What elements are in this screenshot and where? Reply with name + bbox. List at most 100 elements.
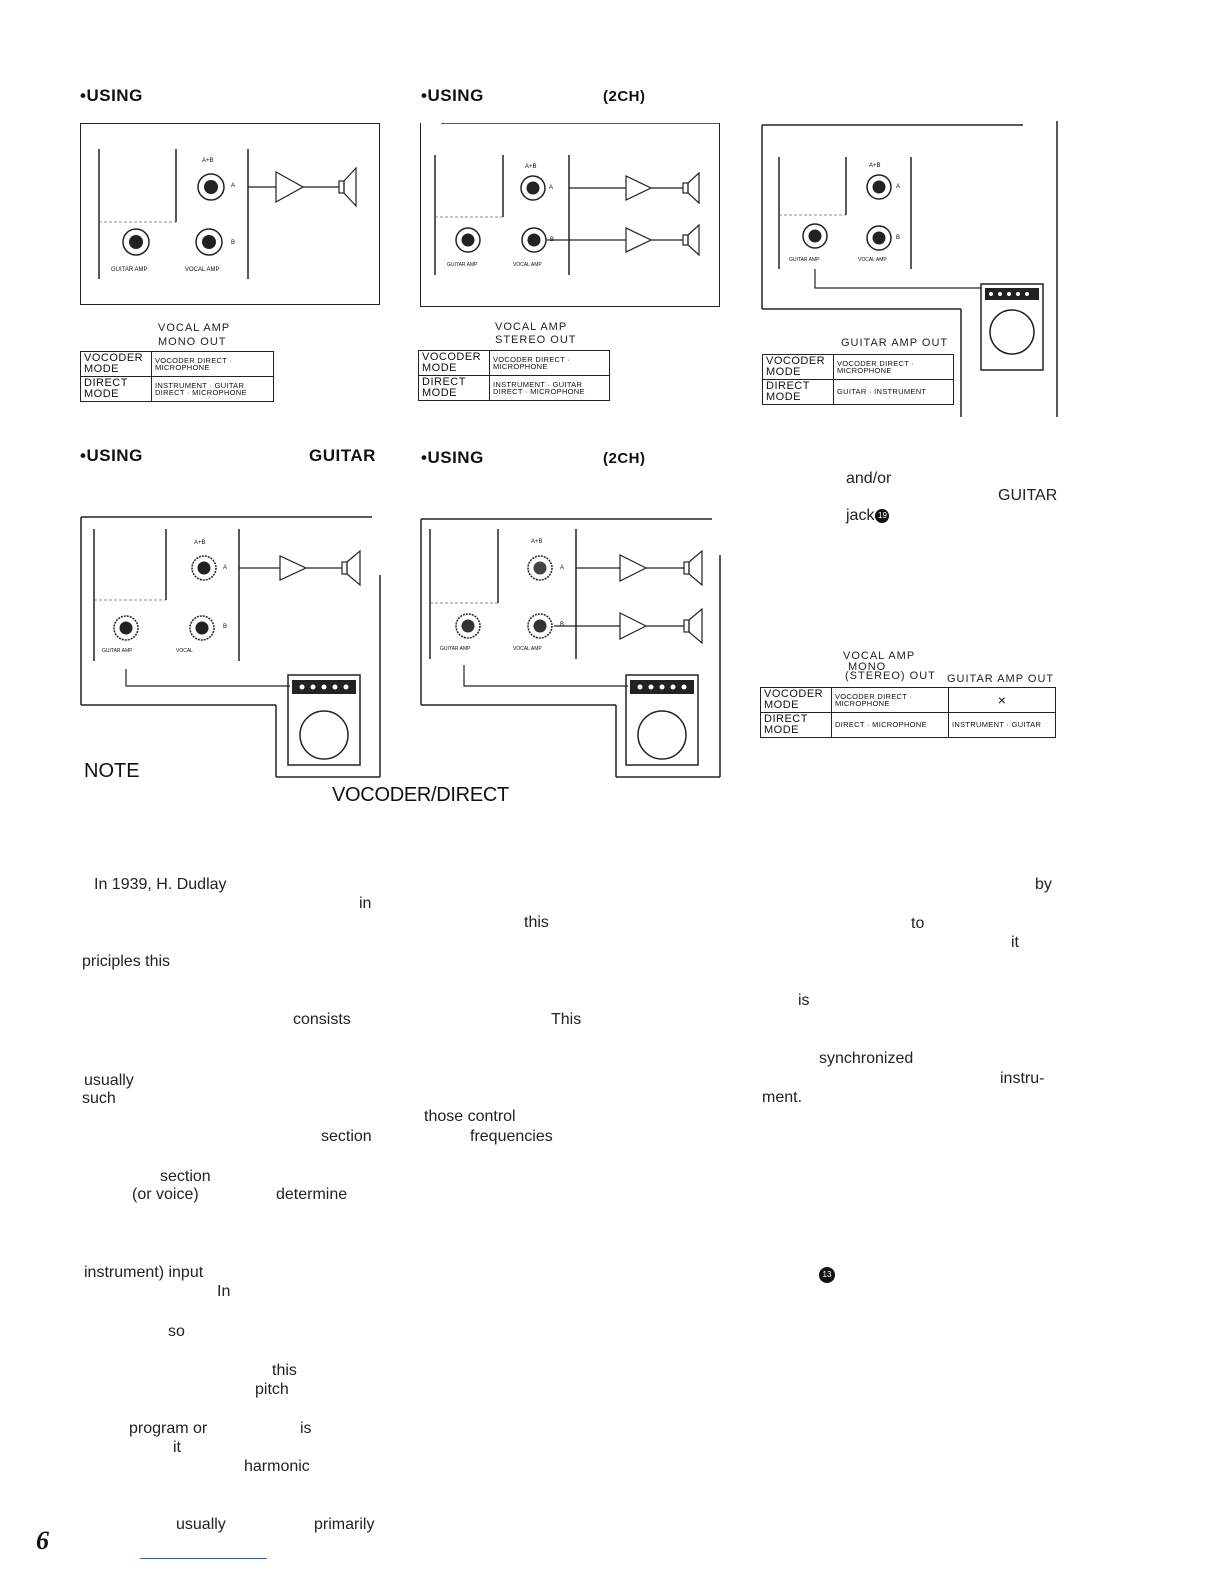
label-guitar-amp: GUITAR AMP bbox=[102, 648, 133, 654]
label-b: B bbox=[223, 624, 228, 630]
caption-vocal-amp: VOCAL AMP bbox=[495, 321, 568, 333]
cell-value: VOCODER DIRECT · MICROPHONE bbox=[151, 351, 274, 377]
caption-mono-out: MONO OUT bbox=[158, 336, 227, 348]
heading-using-guitar: •USING bbox=[80, 446, 143, 465]
text-fragment: it bbox=[173, 1439, 181, 1456]
text-fragment: instru- bbox=[1000, 1070, 1045, 1087]
text-fragment: frequencies bbox=[470, 1128, 553, 1145]
diagram-guitar-amp-drawing bbox=[761, 121, 1058, 417]
cell-value: INSTRUMENT · GUITAR bbox=[948, 712, 1056, 738]
label-b: B bbox=[231, 240, 236, 246]
text-fragment: ment. bbox=[762, 1089, 803, 1106]
diagram-mono: A+B A B GUITAR AMP VOCAL AMP bbox=[80, 123, 380, 305]
text-fragment: section bbox=[160, 1168, 211, 1185]
text-fragment: in bbox=[359, 895, 372, 912]
text-fragment: determine bbox=[276, 1186, 348, 1203]
label-b: B bbox=[550, 237, 555, 243]
mode-table-4: VOCODER MODE VOCODER DIRECT · MICROPHONE… bbox=[760, 687, 1056, 738]
diagram-mono-drawing bbox=[98, 149, 357, 279]
label-vocal-amp: VOCAL AMP bbox=[185, 267, 220, 273]
cell-vocoder-mode: VOCODER MODE bbox=[80, 351, 152, 377]
label-vocal-amp: VOCAL AMP bbox=[858, 257, 887, 263]
note-heading: NOTE bbox=[84, 760, 140, 782]
diagram-stereo-drawing bbox=[434, 123, 719, 275]
label-vocal-amp: VOCAL AMP bbox=[513, 646, 542, 652]
jack-number-badge: 19 bbox=[875, 508, 890, 523]
heading-2ch-2: (2CH) bbox=[603, 450, 646, 467]
out-label: OUT bbox=[909, 670, 936, 682]
cell-direct-mode: DIRECT MODE bbox=[762, 379, 834, 405]
footer-rule bbox=[140, 1558, 267, 1559]
label-b: B bbox=[896, 235, 901, 241]
cell-value: DIRECT · MICROPHONE bbox=[831, 712, 949, 738]
vocoder-direct-label: VOCODER/DIRECT bbox=[332, 784, 509, 806]
label-a: A bbox=[231, 183, 236, 189]
diagram-guitar-mono: A+B A B GUITAR AMP VOCAL bbox=[80, 515, 382, 781]
text-fragment: section bbox=[321, 1128, 372, 1145]
label-a: A bbox=[549, 185, 554, 191]
label-a-plus-b: A+B bbox=[869, 163, 881, 169]
heading-using-stereo-guitar: •USING bbox=[421, 448, 484, 467]
text-fragment: usually bbox=[84, 1072, 134, 1089]
label-a-plus-b: A+B bbox=[194, 540, 206, 546]
cell-value: VOCODER DIRECT · MICROPHONE bbox=[833, 354, 954, 380]
label-a: A bbox=[896, 184, 901, 190]
cell-value: INSTRUMENT · GUITAR DIRECT · MICROPHONE bbox=[489, 375, 610, 401]
jack-label: jack bbox=[846, 507, 875, 524]
cell-direct-mode: DIRECT MODE bbox=[418, 375, 490, 401]
text-fragment: such bbox=[82, 1090, 116, 1107]
label-guitar-amp: GUITAR AMP bbox=[111, 267, 148, 273]
cell-vocoder-mode: VOCODER MODE bbox=[760, 687, 832, 713]
diagram-guitar-stereo: A+B A B GUITAR AMP VOCAL AMP bbox=[420, 515, 722, 781]
text-fragment: In bbox=[217, 1283, 231, 1300]
caption-guitar-amp-out: GUITAR AMP OUT bbox=[841, 337, 949, 349]
reference-number-badge: 13 bbox=[819, 1267, 835, 1283]
text-fragment: instrument) input bbox=[84, 1264, 204, 1281]
cell-value: × bbox=[948, 687, 1056, 713]
label-vocal: VOCAL bbox=[176, 648, 193, 654]
cell-direct-mode: DIRECT MODE bbox=[760, 712, 832, 738]
diagram-stereo: A+B A B GUITAR AMP VOCAL AMP bbox=[420, 123, 720, 307]
cell-vocoder-mode: VOCODER MODE bbox=[418, 350, 490, 376]
caption-stereo: (STEREO) OUT bbox=[845, 670, 936, 682]
label-b: B bbox=[560, 622, 565, 628]
cell-vocoder-mode: VOCODER MODE bbox=[762, 354, 834, 380]
caption-mono: MONO bbox=[848, 661, 887, 673]
label-a: A bbox=[560, 565, 565, 571]
diagram-guitar-mono-drawing bbox=[80, 516, 381, 778]
heading-using-stereo: •USING bbox=[421, 86, 484, 105]
text-fragment: this bbox=[524, 914, 549, 931]
text-fragment: This bbox=[551, 1011, 582, 1028]
page-number: 6 bbox=[36, 1526, 49, 1555]
text-fragment: those control bbox=[424, 1108, 516, 1125]
text-fragment: this bbox=[272, 1362, 297, 1379]
text-fragment: synchronized bbox=[819, 1050, 914, 1067]
text-fragment: consists bbox=[293, 1011, 351, 1028]
caption-vocal-amp: VOCAL AMP bbox=[158, 322, 231, 334]
cell-value: VOCODER DIRECT · MICROPHONE bbox=[831, 687, 949, 713]
text-fragment: so bbox=[168, 1323, 185, 1340]
label-a-plus-b: A+B bbox=[525, 164, 537, 170]
text-fragment: it bbox=[1011, 934, 1019, 951]
heading-guitar: GUITAR bbox=[309, 446, 376, 465]
cell-value: INSTRUMENT · GUITAR DIRECT · MICROPHONE bbox=[151, 376, 274, 402]
cell-value: VOCODER DIRECT · MICROPHONE bbox=[489, 350, 610, 376]
label-guitar-amp: GUITAR AMP bbox=[440, 646, 471, 652]
text-fragment: usually bbox=[176, 1516, 226, 1533]
label-a-plus-b: A+B bbox=[531, 539, 543, 545]
text-fragment: program or bbox=[129, 1420, 208, 1437]
text-fragment: pitch bbox=[255, 1381, 289, 1398]
label-a: A bbox=[223, 565, 228, 571]
caption-vocal-amp: VOCAL AMP bbox=[843, 650, 916, 662]
heading-using-mono: •USING bbox=[80, 86, 143, 105]
text-fragment: (or voice) bbox=[132, 1186, 199, 1203]
diagram-guitar-amp: A+B A B GUITAR AMP VOCAL AMP bbox=[761, 121, 1061, 421]
text-fragment: by bbox=[1035, 876, 1052, 893]
cell-value: GUITAR · INSTRUMENT bbox=[833, 379, 954, 405]
caption-stereo-out: STEREO OUT bbox=[495, 334, 577, 346]
label-a-plus-b: A+B bbox=[202, 158, 214, 164]
diagram-guitar-stereo-drawing bbox=[420, 518, 721, 778]
